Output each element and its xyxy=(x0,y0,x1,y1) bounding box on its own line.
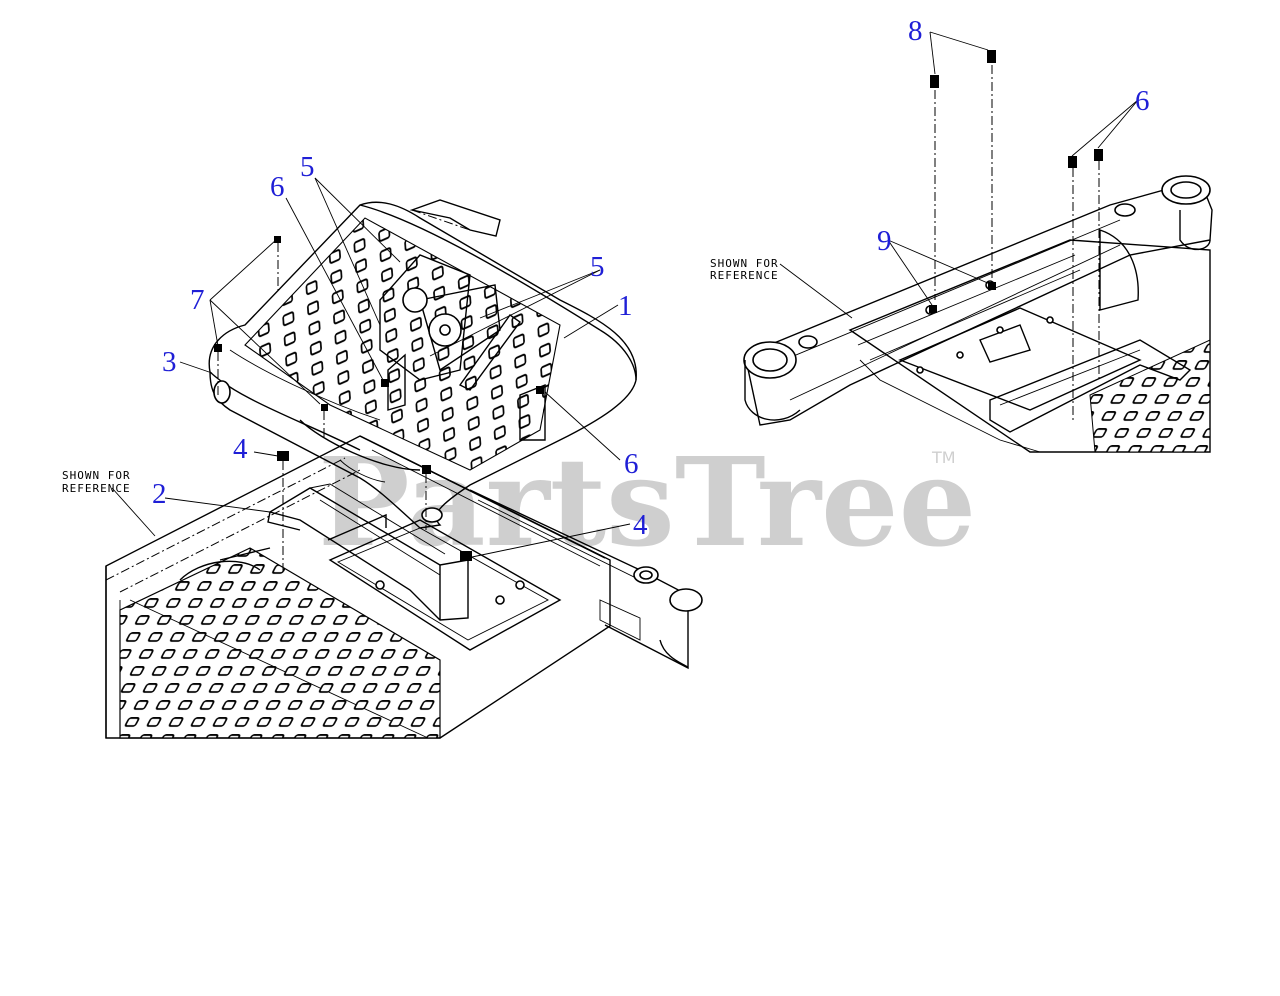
seat-bracket-part-2 xyxy=(267,483,469,621)
seat-pan-part-3 xyxy=(208,199,637,529)
callout-4-left: 4 xyxy=(233,433,248,465)
reference-note-left-line1: SHOWN FOR xyxy=(62,469,131,482)
watermark-tm: TM xyxy=(931,448,956,467)
bolt-6a xyxy=(1068,156,1077,168)
watermark-text: PartsTree xyxy=(318,430,976,574)
bolt-4a xyxy=(277,451,289,461)
hardware-left xyxy=(214,236,544,575)
nut-9b xyxy=(988,282,996,290)
callout-6-lower: 6 xyxy=(624,448,639,480)
reference-note-right: SHOWN FOR REFERENCE xyxy=(710,257,779,282)
bolt-8b xyxy=(987,50,996,63)
nut-9a xyxy=(929,305,937,313)
frame-right xyxy=(848,229,1211,453)
reference-note-left-line2: REFERENCE xyxy=(62,482,131,495)
callout-6-top: 6 xyxy=(270,171,285,203)
screw-7c xyxy=(321,404,328,411)
reference-note-left: SHOWN FOR REFERENCE xyxy=(62,469,131,495)
right-assembly: SHOWN FOR REFERENCE xyxy=(710,31,1213,453)
leaders-right xyxy=(779,31,1139,319)
callout-5-right: 5 xyxy=(590,251,605,283)
callout-7: 7 xyxy=(190,284,205,316)
reference-note-right-line2: REFERENCE xyxy=(710,269,779,282)
reference-note-right-line1: SHOWN FOR xyxy=(710,257,779,270)
callout-6-right: 6 xyxy=(1135,85,1150,117)
callout-4-right: 4 xyxy=(633,509,648,541)
screw-7b xyxy=(214,344,222,352)
left-assembly: SHOWN FOR REFERENCE xyxy=(62,177,703,739)
callout-5-top: 5 xyxy=(300,151,315,183)
nut-6a xyxy=(381,379,389,387)
callout-1: 1 xyxy=(618,290,633,322)
callouts: 8 6 9 5 6 5 1 7 3 4 2 6 4 xyxy=(152,15,1150,541)
screw-7a xyxy=(274,236,281,243)
bolt-8a xyxy=(930,75,939,88)
callout-9: 9 xyxy=(877,225,892,257)
watermark: PartsTree TM xyxy=(318,430,976,574)
hardware-right xyxy=(929,50,1103,420)
callout-2: 2 xyxy=(152,478,167,510)
bolt-4c xyxy=(460,551,472,561)
callout-3: 3 xyxy=(162,346,177,378)
frame-left xyxy=(105,435,703,739)
callout-8: 8 xyxy=(908,15,923,47)
bolt-4b xyxy=(422,465,431,474)
bolt-6b xyxy=(1094,149,1103,161)
leaders-left xyxy=(111,177,631,558)
nut-6b xyxy=(536,386,544,394)
